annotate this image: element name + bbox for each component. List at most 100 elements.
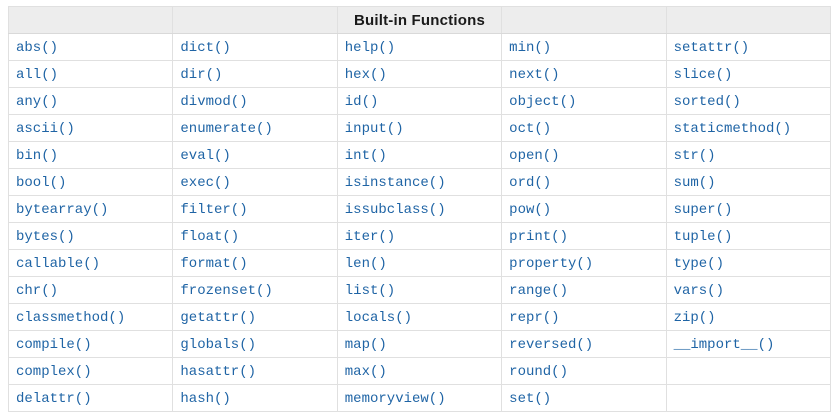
function-link[interactable]: abs() — [16, 40, 59, 56]
function-link[interactable]: delattr() — [16, 391, 92, 407]
function-link[interactable]: max() — [344, 364, 387, 380]
table-cell: id() — [336, 87, 503, 115]
function-link[interactable]: set() — [509, 391, 552, 407]
table-cell: isinstance() — [336, 168, 503, 196]
function-link[interactable]: ascii() — [16, 121, 75, 137]
table-cell: getattr() — [172, 303, 338, 331]
function-link[interactable]: classmethod() — [16, 310, 126, 326]
function-link[interactable]: any() — [16, 94, 59, 110]
table-cell: exec() — [172, 168, 338, 196]
function-link[interactable]: isinstance() — [344, 175, 446, 191]
function-link[interactable]: map() — [344, 337, 387, 353]
table-row: ascii() enumerate() input() oct() staticmeth… — [7, 114, 832, 142]
function-link[interactable]: globals() — [180, 337, 257, 353]
function-link[interactable]: all() — [16, 67, 59, 83]
table-row: abs() dict() help() min() setattr() — [7, 33, 832, 61]
function-link[interactable]: range() — [509, 283, 568, 299]
function-link[interactable]: exec() — [180, 175, 231, 191]
function-link[interactable]: locals() — [344, 310, 412, 326]
function-link[interactable]: tuple() — [673, 229, 733, 245]
function-link[interactable]: compile() — [16, 337, 92, 353]
function-link[interactable]: property() — [509, 256, 594, 272]
function-link[interactable]: object() — [509, 94, 577, 110]
function-link[interactable]: bin() — [16, 148, 59, 164]
function-link[interactable]: callable() — [16, 256, 101, 272]
function-link[interactable]: hex() — [344, 67, 387, 83]
function-link[interactable]: dict() — [180, 40, 231, 56]
header-cell-empty-1 — [7, 6, 174, 34]
function-link[interactable]: getattr() — [180, 310, 257, 326]
function-link[interactable]: hash() — [180, 391, 231, 407]
table-cell: issubclass() — [336, 195, 503, 223]
function-link[interactable]: bytes() — [16, 229, 75, 245]
function-link[interactable]: ord() — [509, 175, 552, 191]
table-cell: any() — [7, 87, 174, 115]
function-link[interactable]: sum() — [673, 175, 716, 191]
function-link[interactable]: help() — [344, 40, 396, 56]
function-link[interactable]: list() — [344, 283, 396, 299]
table-cell: str() — [665, 141, 832, 169]
function-link[interactable]: reversed() — [509, 337, 594, 353]
table-cell: len() — [336, 249, 503, 277]
table-cell: repr() — [501, 303, 667, 331]
table-cell: round() — [501, 357, 667, 385]
function-link[interactable]: print() — [509, 229, 568, 245]
function-link[interactable]: memoryview() — [344, 391, 446, 407]
function-link[interactable]: __import__() — [673, 337, 775, 353]
function-link[interactable]: open() — [509, 148, 560, 164]
table-cell: __import__() — [665, 330, 832, 358]
table-row: any() divmod() id() object() sorted() — [7, 87, 832, 115]
table-cell: staticmethod() — [665, 114, 832, 142]
function-link[interactable]: enumerate() — [180, 121, 273, 137]
function-link[interactable]: str() — [673, 148, 716, 164]
function-link[interactable]: zip() — [673, 310, 716, 326]
function-link[interactable]: next() — [509, 67, 560, 83]
function-link[interactable]: len() — [344, 256, 387, 272]
function-link[interactable]: staticmethod() — [673, 121, 792, 137]
table-cell: format() — [172, 249, 338, 277]
function-link[interactable]: dir() — [180, 67, 223, 83]
table-cell: next() — [501, 60, 667, 88]
table-cell: dir() — [172, 60, 338, 88]
table-title: Built-in Functions — [336, 6, 503, 34]
function-link[interactable]: oct() — [509, 121, 552, 137]
builtin-functions-table: Built-in Functions abs() dict() help() min(… — [7, 6, 832, 412]
table-cell: eval() — [172, 141, 338, 169]
function-link[interactable]: sorted() — [673, 94, 741, 110]
function-link[interactable]: min() — [509, 40, 552, 56]
function-link[interactable]: slice() — [673, 67, 733, 83]
function-link[interactable]: iter() — [344, 229, 396, 245]
function-link[interactable]: frozenset() — [180, 283, 273, 299]
function-link[interactable]: super() — [673, 202, 733, 218]
function-link[interactable]: round() — [509, 364, 568, 380]
function-link[interactable]: input() — [344, 121, 404, 137]
function-link[interactable]: pow() — [509, 202, 552, 218]
function-link[interactable]: id() — [344, 94, 379, 110]
table-cell: set() — [501, 384, 667, 412]
table-cell: min() — [501, 33, 667, 61]
function-link[interactable]: filter() — [180, 202, 248, 218]
table-cell: type() — [665, 249, 832, 277]
function-link[interactable]: int() — [344, 148, 387, 164]
function-link[interactable]: bytearray() — [16, 202, 109, 218]
function-link[interactable]: repr() — [509, 310, 560, 326]
function-link[interactable]: vars() — [673, 283, 724, 299]
function-link[interactable]: hasattr() — [180, 364, 257, 380]
function-link[interactable]: bool() — [16, 175, 67, 191]
table-cell: frozenset() — [172, 276, 338, 304]
table-cell: divmod() — [172, 87, 338, 115]
table-cell: oct() — [501, 114, 667, 142]
table-cell: float() — [172, 222, 338, 250]
table-row: complex() hasattr() max() round() — [7, 357, 832, 385]
function-link[interactable]: issubclass() — [344, 202, 446, 218]
table-row: all() dir() hex() next() slice() — [7, 60, 832, 88]
function-link[interactable]: type() — [673, 256, 724, 272]
function-link[interactable]: float() — [180, 229, 240, 245]
function-link[interactable]: eval() — [180, 148, 231, 164]
function-link[interactable]: format() — [180, 256, 248, 272]
function-link[interactable]: complex() — [16, 364, 92, 380]
function-link[interactable]: divmod() — [180, 94, 248, 110]
function-link[interactable]: chr() — [16, 283, 59, 299]
function-link[interactable]: setattr() — [673, 40, 750, 56]
